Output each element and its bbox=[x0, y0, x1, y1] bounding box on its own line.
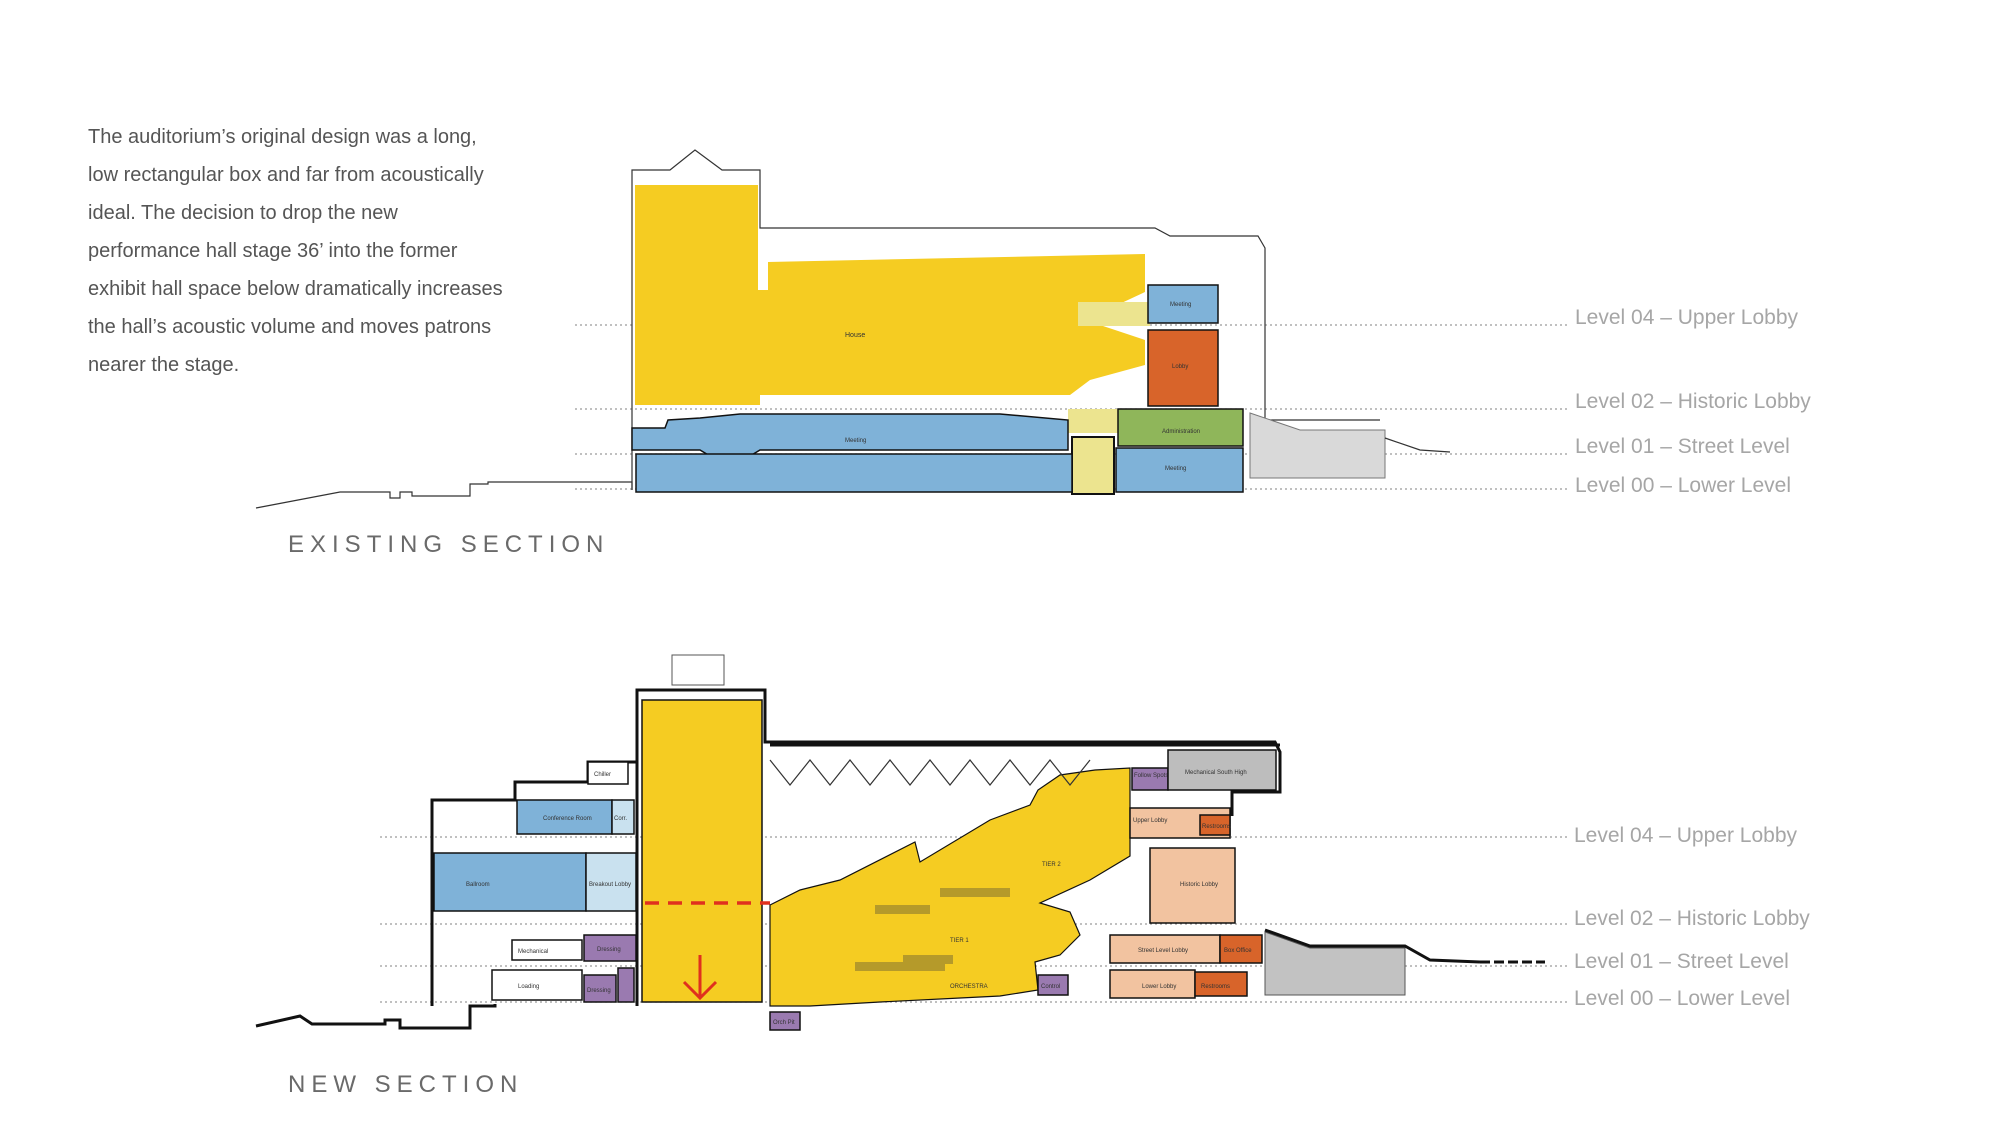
existing-level-04-label: Level 04 – Upper Lobby bbox=[1575, 306, 1798, 329]
new-section: Chiller Conference Room Corr. Ballroom B… bbox=[255, 654, 1810, 1098]
new-flyloft-cap bbox=[671, 654, 725, 686]
existing-meeting-lower-label: Meeting bbox=[845, 438, 866, 444]
existing-pale-tier-lower bbox=[1068, 409, 1118, 433]
new-loading-label: Loading bbox=[518, 984, 539, 990]
new-restrooms-lower bbox=[1194, 971, 1248, 997]
new-mechanical-label: Mechanical bbox=[518, 949, 548, 955]
new-loading-room bbox=[491, 969, 583, 1001]
new-breakout-lobby bbox=[585, 852, 637, 912]
new-mechanical-south-high-label: Mechanical South High bbox=[1185, 770, 1247, 776]
new-upper-lobby-label: Upper Lobby bbox=[1133, 818, 1167, 824]
new-tier-fascia-3 bbox=[855, 962, 945, 971]
new-mechanical-south-high bbox=[1167, 749, 1277, 791]
intro-paragraph: The auditorium’s original design was a l… bbox=[88, 126, 503, 376]
new-conference-room-label: Conference Room bbox=[543, 816, 592, 822]
new-tier-fascia-1 bbox=[875, 905, 930, 914]
existing-house-volume bbox=[635, 185, 1145, 405]
existing-ground-line bbox=[255, 481, 633, 509]
new-box-office bbox=[1219, 934, 1263, 964]
new-dressing-2-label: Dressing bbox=[587, 988, 611, 994]
new-dressing-2 bbox=[583, 974, 617, 1003]
new-mechanical-room bbox=[511, 939, 583, 961]
new-chiller-room bbox=[587, 761, 629, 785]
new-historic-lobby bbox=[1149, 847, 1236, 924]
new-level-04-label: Level 04 – Upper Lobby bbox=[1574, 824, 1797, 847]
new-ballroom-label: Ballroom bbox=[466, 882, 490, 888]
new-ground-line bbox=[255, 1004, 497, 1030]
existing-administration-label: Administration bbox=[1162, 429, 1200, 435]
existing-meeting-top-label: Meeting bbox=[1170, 302, 1191, 308]
new-corr-label: Corr. bbox=[614, 816, 627, 822]
new-restrooms-upper-label: Restrooms bbox=[1202, 824, 1231, 830]
existing-service-gray bbox=[1249, 412, 1386, 479]
existing-level-01-label: Level 01 – Street Level bbox=[1575, 435, 1790, 458]
new-box-office-label: Box Office bbox=[1224, 948, 1252, 954]
existing-meeting-bottom bbox=[635, 453, 1073, 493]
new-control-label: Control bbox=[1041, 984, 1060, 990]
new-street-level-lobby bbox=[1109, 934, 1221, 964]
new-follow-spots-label: Follow Spots bbox=[1134, 773, 1168, 779]
new-level-02-label: Level 02 – Historic Lobby bbox=[1574, 907, 1810, 930]
new-dressing-2b bbox=[617, 967, 635, 1003]
new-lower-lobby-label: Lower Lobby bbox=[1142, 984, 1176, 990]
new-level-01-label: Level 01 – Street Level bbox=[1574, 950, 1789, 973]
existing-level-02-label: Level 02 – Historic Lobby bbox=[1575, 390, 1811, 413]
existing-level-00-label: Level 00 – Lower Level bbox=[1575, 474, 1791, 497]
existing-meeting-lower bbox=[631, 413, 1069, 463]
new-tier-fascia-4 bbox=[903, 955, 953, 964]
existing-section-title: EXISTING SECTION bbox=[288, 531, 609, 558]
existing-house-label: House bbox=[845, 332, 865, 339]
existing-meeting-right bbox=[1115, 447, 1244, 493]
existing-ground-right bbox=[1384, 437, 1451, 453]
new-chiller-label: Chiller bbox=[594, 772, 611, 778]
new-orch-pit bbox=[769, 1011, 801, 1031]
new-orchestra-label: ORCHESTRA bbox=[950, 984, 988, 990]
new-level-00-label: Level 00 – Lower Level bbox=[1574, 987, 1790, 1010]
new-ballroom bbox=[433, 852, 587, 912]
new-tier-fascia-2 bbox=[940, 888, 1010, 897]
new-roof-truss bbox=[769, 759, 1091, 786]
new-dressing-1 bbox=[583, 934, 637, 962]
new-service-gray bbox=[1264, 931, 1406, 996]
new-restrooms-upper bbox=[1199, 814, 1231, 836]
new-ground-right bbox=[1264, 928, 1481, 964]
new-breakout-lobby-label: Breakout Lobby bbox=[589, 882, 631, 888]
new-historic-lobby-label: Historic Lobby bbox=[1180, 882, 1218, 888]
new-street-level-lobby-label: Street Level Lobby bbox=[1138, 948, 1188, 954]
existing-building-outline bbox=[631, 149, 1380, 490]
new-dressing-1-label: Dressing bbox=[597, 947, 621, 953]
existing-meeting-right-label: Meeting bbox=[1165, 466, 1186, 472]
existing-pale-tier-bottom bbox=[1071, 436, 1115, 495]
existing-meeting-top bbox=[1147, 284, 1219, 324]
new-control-room bbox=[1037, 974, 1069, 996]
existing-lobby bbox=[1147, 329, 1219, 407]
new-orch-pit-label: Orch Pit bbox=[773, 1020, 795, 1026]
existing-administration bbox=[1117, 408, 1244, 447]
stage-drop-arrow bbox=[682, 955, 718, 1001]
new-tier-2-label: TIER 2 bbox=[1042, 862, 1061, 868]
new-follow-spots bbox=[1131, 767, 1169, 791]
existing-section: House Meeting Lobby Administration Meeti… bbox=[255, 149, 1811, 558]
new-restrooms-lower-label: Restrooms bbox=[1201, 984, 1230, 990]
new-corr bbox=[611, 799, 635, 835]
new-building-outline bbox=[635, 688, 1282, 1006]
new-auditorium-seating bbox=[769, 767, 1131, 1007]
new-stage-house bbox=[641, 699, 763, 1003]
new-section-title: NEW SECTION bbox=[288, 1071, 523, 1098]
new-tier-1-label: TIER 1 bbox=[950, 938, 969, 944]
existing-pale-tier-upper bbox=[1078, 302, 1150, 326]
existing-lobby-label: Lobby bbox=[1172, 364, 1188, 370]
